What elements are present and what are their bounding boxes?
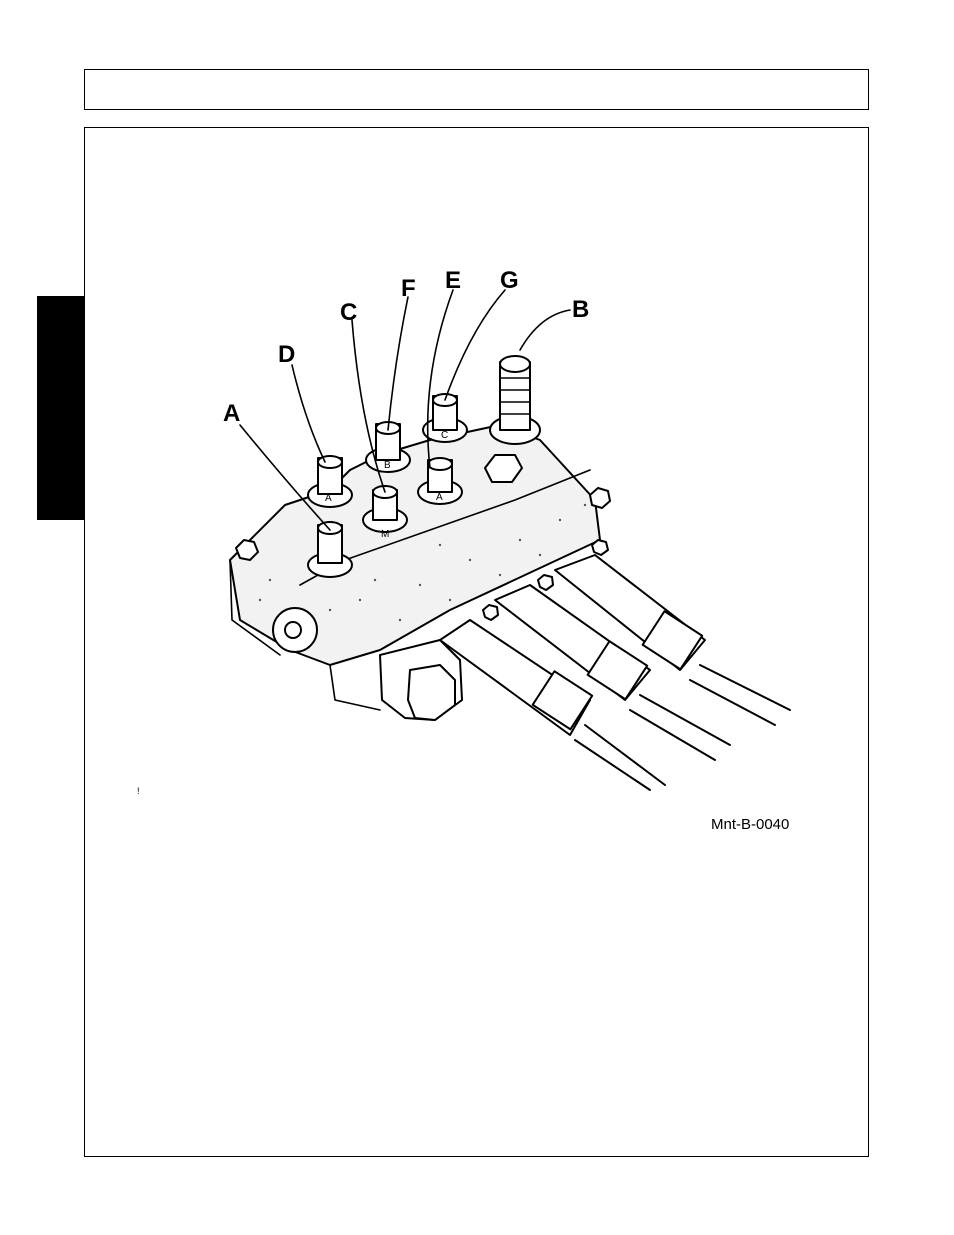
callout-labels: A D C F E G B	[223, 267, 589, 427]
stamp-a-1: A	[325, 493, 332, 504]
stray-mark: !	[137, 786, 140, 796]
fitting-b	[490, 356, 540, 444]
callout-g: G	[500, 267, 519, 294]
callout-a: A	[223, 400, 240, 427]
stamp-m: M	[381, 529, 389, 540]
spool-housing-1	[440, 620, 665, 790]
figure-id: Mnt-B-0040	[711, 816, 789, 833]
callout-b: B	[572, 296, 589, 323]
side-port-plug	[273, 608, 317, 652]
stamp-b: B	[384, 460, 391, 471]
front-hex-plug	[380, 640, 462, 720]
stamp-a-2: A	[436, 492, 443, 503]
callout-c: C	[340, 299, 357, 326]
callout-f: F	[401, 275, 416, 302]
callout-d: D	[278, 341, 295, 368]
stamp-c: C	[441, 430, 448, 441]
callout-e: E	[445, 267, 461, 294]
